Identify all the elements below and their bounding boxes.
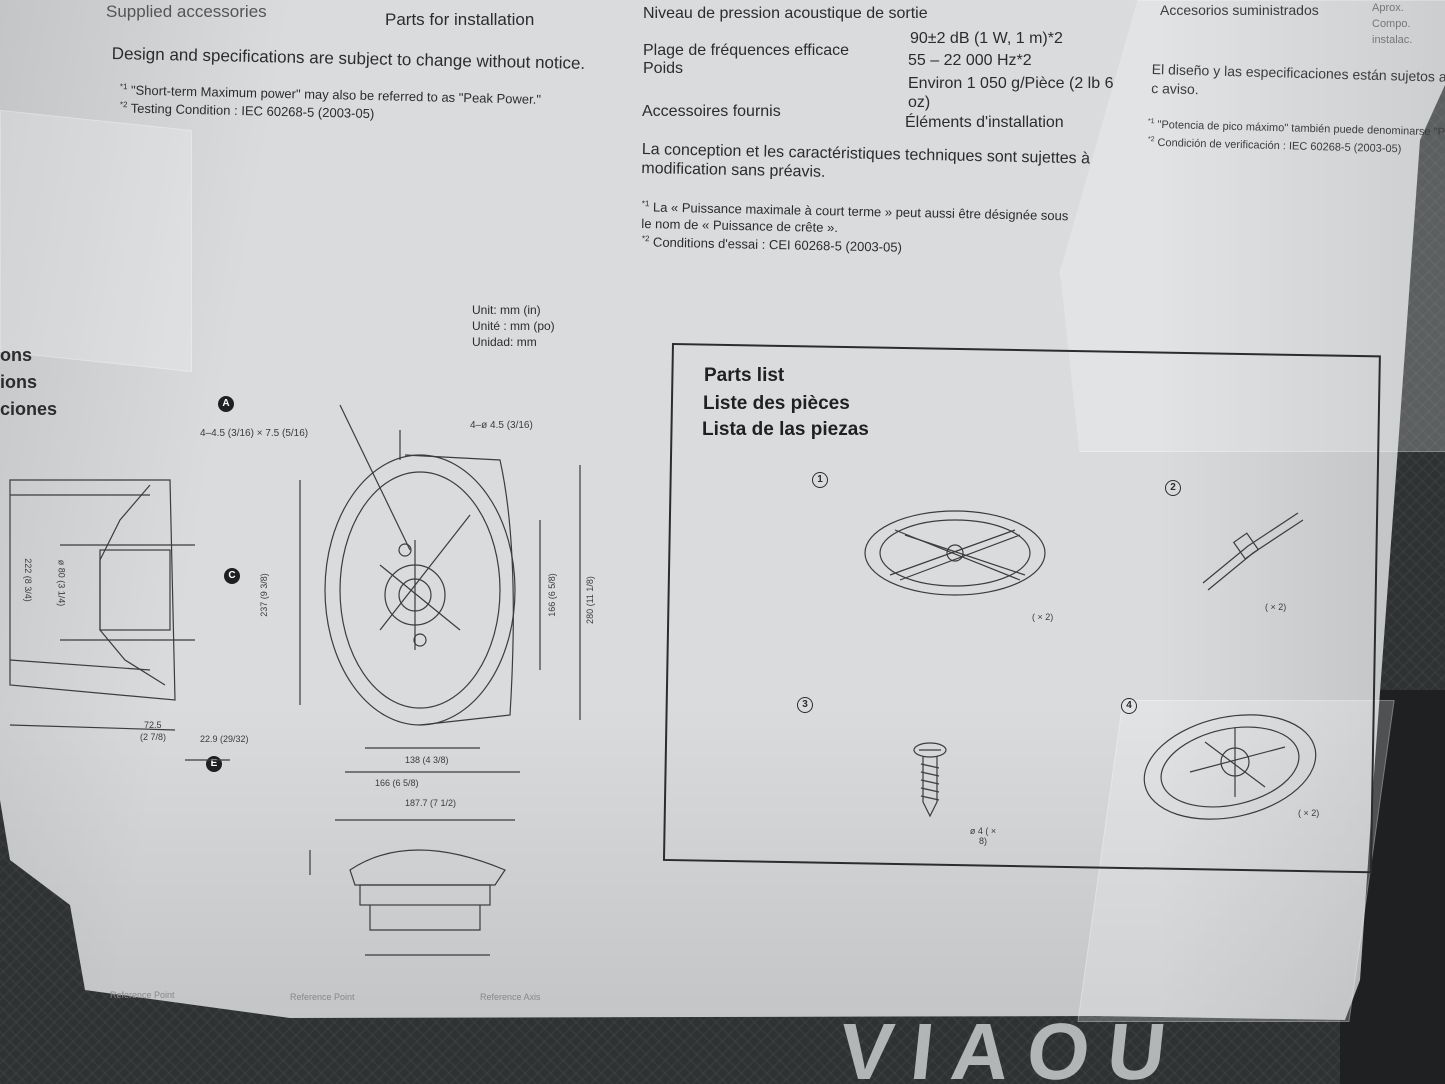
parts-title-fr: Liste des pièces — [703, 393, 850, 414]
dim-22: 22.9 (29/32) — [200, 734, 249, 744]
dim-heading-2: ions — [0, 372, 38, 392]
reference-label-2: Reference Point — [290, 992, 355, 1002]
es-note1-mark: *1 — [1147, 118, 1155, 126]
parts-title-en: Parts list — [704, 365, 785, 386]
reference-label-1: Reference Point — [110, 990, 175, 1000]
marker-a: A — [218, 396, 234, 412]
dim-hole-round: 4–ø 4.5 (3/16) — [470, 420, 533, 431]
part-qty-1: ( × 2) — [1032, 612, 1054, 622]
floor-logo: VIAOU — [836, 1020, 1189, 1084]
fr-accessories-label: Accessoires fournis — [642, 103, 781, 120]
unit-es: Unidad: mm — [472, 335, 537, 349]
dim-166-horizontal: 166 (6 5/8) — [375, 778, 419, 788]
part-number-1: 1 — [812, 472, 828, 488]
en-note2-mark: *2 — [119, 100, 128, 110]
part-qty-4: ( × 2) — [1298, 808, 1320, 818]
fr-weight-label: Poids — [643, 60, 684, 77]
part-qty-3: ø 4 ( × 8) — [969, 826, 997, 846]
es-note2-mark: *2 — [1147, 136, 1155, 144]
fr-accessories-value: Éléments d'installation — [905, 114, 1064, 131]
fr-freq-label: Plage de fréquences efficace — [643, 42, 850, 59]
tape-top-left — [0, 109, 192, 373]
en-supplied-value: Parts for installation — [385, 10, 535, 29]
dim-72: 72.5 — [144, 720, 162, 730]
dim-72-in: (2 7/8) — [140, 732, 167, 742]
marker-c: C — [224, 568, 240, 584]
dim-237: 237 (9 3/8) — [258, 573, 269, 617]
front-view-drawing — [299, 404, 581, 773]
fr-note1-text: La « Puissance maximale à court terme » … — [641, 199, 1069, 236]
es-change-notice: El diseño y las especificaciones están s… — [1151, 60, 1445, 98]
fr-note1-mark: *1 — [641, 198, 650, 209]
dim-heading-1: ons — [0, 345, 33, 365]
es-accessories-label: Accesorios suministrados — [1160, 2, 1319, 18]
dim-138: 138 (4 3/8) — [405, 755, 449, 765]
fr-note2-mark: *2 — [641, 234, 650, 244]
fr-spl-label: Niveau de pression acoustique de sortie — [643, 5, 928, 22]
part-number-4: 4 — [1121, 698, 1137, 714]
en-supplied-label: Supplied accessories — [106, 2, 267, 21]
parts-title-es: Lista de las piezas — [702, 419, 869, 440]
dim-heading-3: ciones — [0, 399, 58, 419]
dim-hole-slot: 4–4.5 (3/16) × 7.5 (5/16) — [200, 428, 309, 439]
reference-label-3: Reference Axis — [480, 992, 541, 1002]
part-qty-2: ( × 2) — [1265, 602, 1287, 612]
tape-top-right — [1060, 0, 1445, 452]
part-number-2: 2 — [1165, 480, 1181, 496]
grille-part-drawing — [864, 510, 1046, 596]
fr-freq-value: 55 – 22 000 Hz*2 — [908, 52, 1032, 69]
screw-part-drawing — [913, 742, 947, 818]
cord-part-drawing — [1202, 512, 1304, 591]
dim-187: 187.7 (7 1/2) — [405, 798, 457, 808]
en-note1-mark: *1 — [119, 82, 128, 92]
speaker-part-drawing — [1143, 714, 1317, 820]
part-number-3: 3 — [797, 697, 813, 713]
es-side-cut: Aprox. Compo. instalac. — [1372, 2, 1413, 46]
fr-spl-value: 90±2 dB (1 W, 1 m)*2 — [910, 30, 1063, 47]
unit-en: Unit: mm (in) — [472, 303, 541, 317]
unit-fr: Unité : mm (po) — [472, 319, 555, 333]
fr-weight-value: Environ 1 050 g/Pièce (2 lb 6 oz) — [908, 75, 1114, 111]
bottom-view-drawing — [309, 819, 515, 956]
side-view-drawing — [9, 479, 230, 761]
